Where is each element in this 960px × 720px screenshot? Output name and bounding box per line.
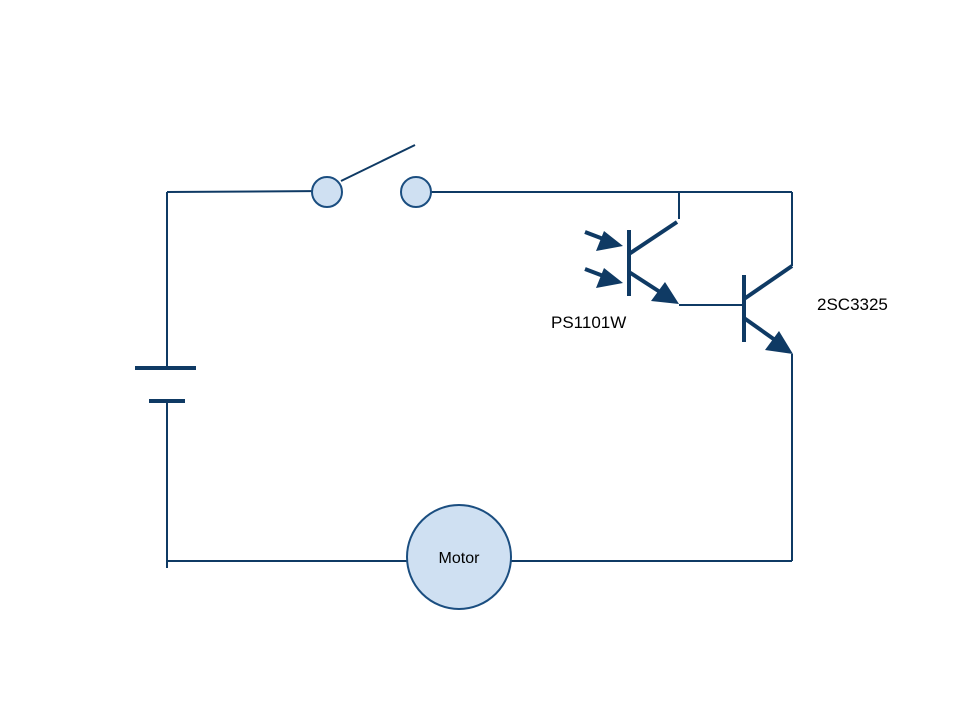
motor-symbol: Motor [406, 504, 512, 610]
motor-label: Motor [439, 550, 481, 567]
transistor-emitter-arrow [765, 331, 793, 354]
wire-top-left [166, 190, 328, 193]
switch-lever [340, 144, 416, 182]
transistor-emitter [742, 316, 777, 342]
phototransistor-collector [627, 220, 679, 256]
phototransistor-label: PS1101W [551, 313, 626, 332]
phototransistor-symbol [584, 192, 680, 304]
battery-symbol [135, 366, 196, 403]
switch-terminal-left [311, 176, 343, 208]
transistor-collector [742, 264, 794, 301]
phototransistor-emitter-arrow [651, 282, 679, 304]
motor-circle [406, 504, 512, 610]
phototransistor-emitter [627, 270, 662, 294]
transistor-label: 2SC3325 [817, 295, 888, 314]
transistor-symbol [742, 264, 794, 354]
switch-symbol [311, 144, 432, 208]
light-ray-2-arrow [596, 268, 623, 288]
light-ray-1-arrow [596, 231, 623, 251]
switch-terminal-right [400, 176, 432, 208]
